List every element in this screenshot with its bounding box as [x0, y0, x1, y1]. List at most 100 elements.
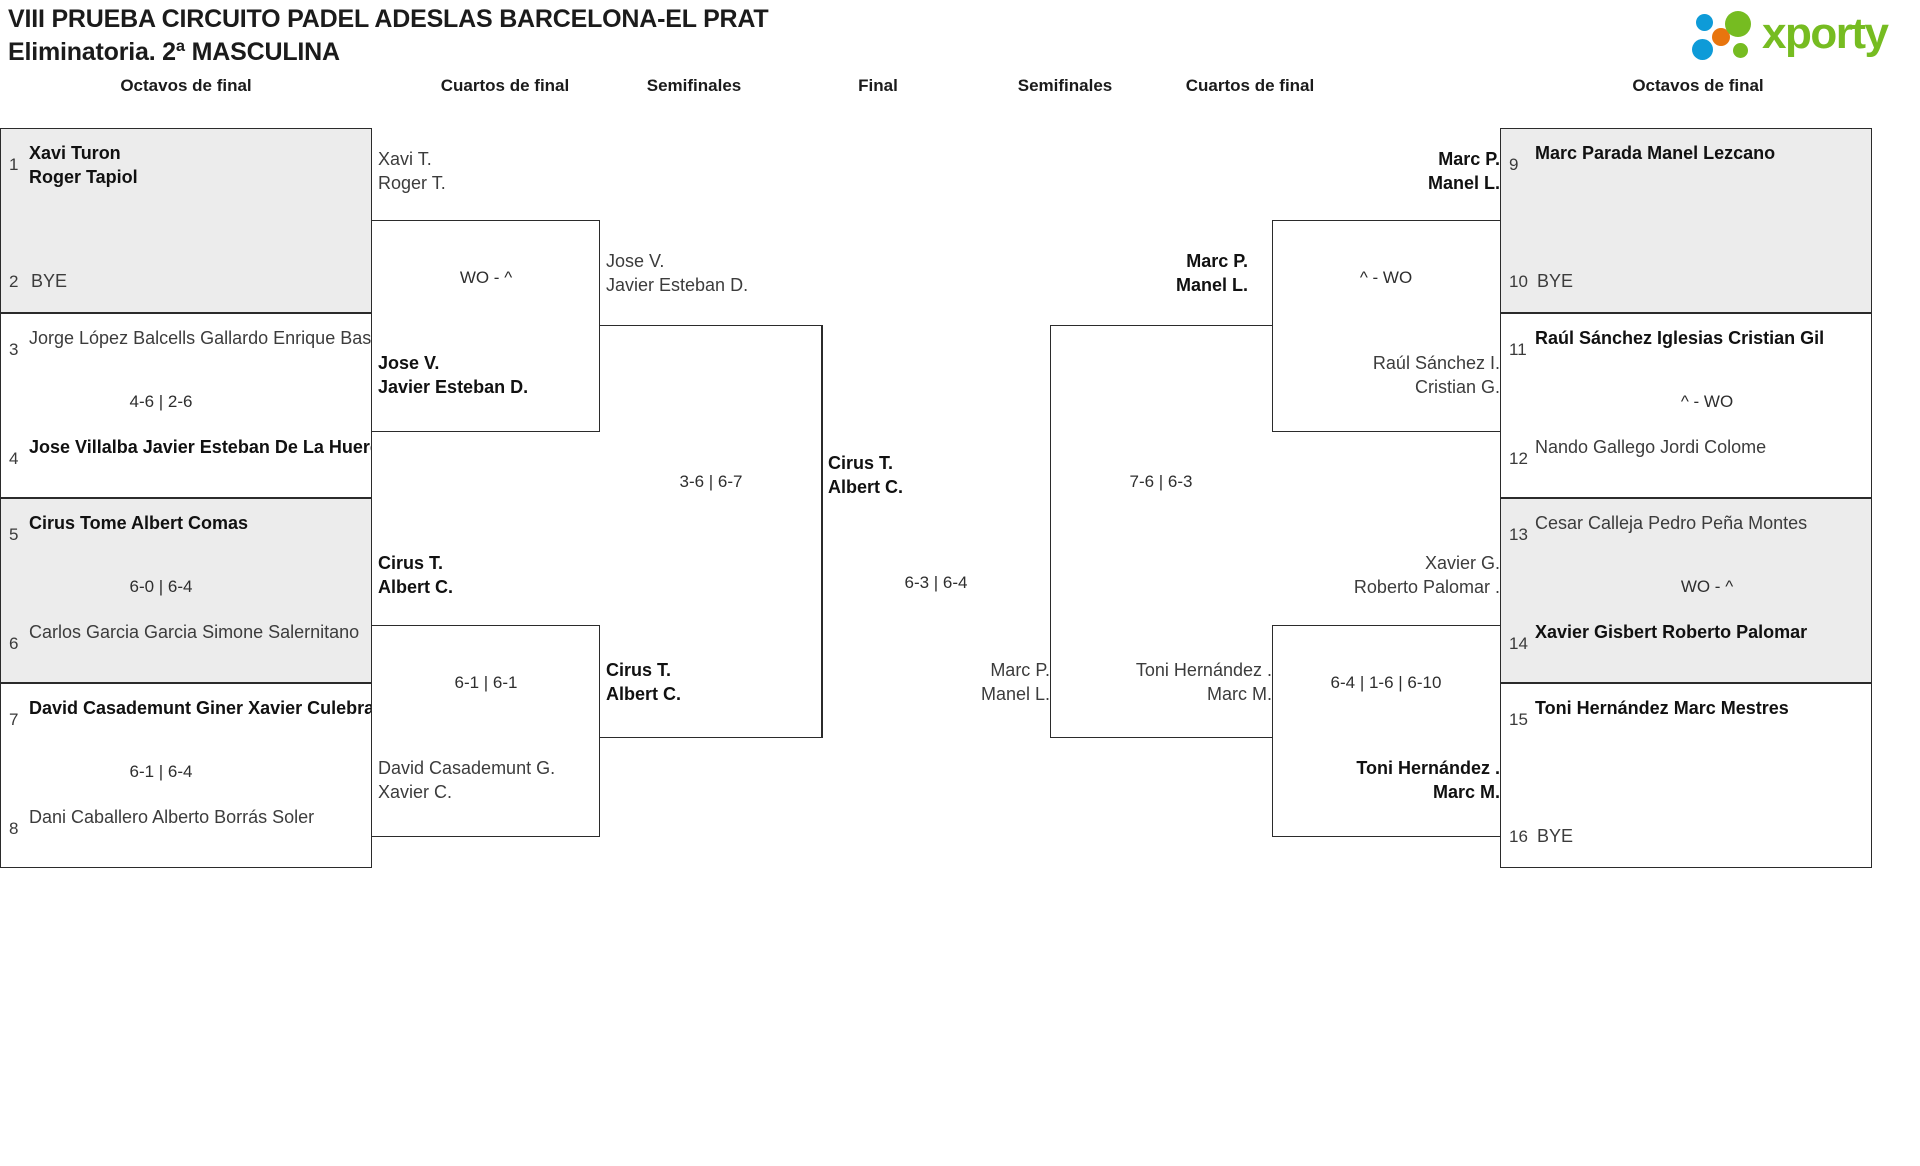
player-line: Javier Esteban De La Huerga [142, 437, 372, 457]
team-advanced-right-cuartos-2-bottom: Toni Hernández . Marc M. [1272, 756, 1500, 804]
team-name-bottom: Jose Villalba Javier Esteban De La Huerg… [29, 435, 372, 459]
team-name-top: Xavi Turon Roger Tapiol [29, 141, 138, 189]
player-line: Albert C. [606, 684, 682, 704]
player-line: Xavi T. [378, 149, 432, 169]
player-line: Cesar Calleja [1535, 513, 1644, 533]
round-header-right-semis: Semifinales [1017, 76, 1113, 95]
round-header-left-semis: Semifinales [646, 76, 742, 95]
player-line: Cristian G. [1414, 377, 1500, 397]
player-line: Marc P. [1186, 251, 1248, 271]
team-advanced-right-semis-top-names: Marc P. Manel L. [1020, 249, 1248, 297]
team-name-bottom: Dani Caballero Alberto Borrás Soler [29, 805, 314, 829]
player-line: Jordi Colome [1660, 437, 1767, 457]
player-line: Marc Mestres [1673, 698, 1789, 718]
player-line: Xavier G. [1424, 553, 1500, 573]
connector-right-cuartos-2 [1272, 625, 1500, 837]
player-line: Marc P. [1438, 149, 1500, 169]
team-name-bottom: BYE [1537, 826, 1574, 846]
player-line: Carlos Garcia Garcia [29, 622, 198, 642]
player-line: Marc M. [1207, 684, 1272, 704]
player-line: Marc M. [1432, 782, 1500, 802]
team-advanced-right-cuartos-1-top: Marc P. Manel L. [1272, 147, 1500, 195]
seed-number: 5 [9, 525, 19, 544]
connector-left-cuartos-2 [372, 625, 600, 837]
page-title: VIII PRUEBA CIRCUITO PADEL ADESLAS BARCE… [8, 5, 769, 33]
player-line: Cirus T. [828, 453, 894, 473]
team-advanced-left-semis-bottom: Cirus T. Albert C. [606, 658, 681, 706]
logo-dot-green-big [1725, 11, 1751, 37]
player-line: Marc P. [990, 660, 1050, 680]
match-card-left-octavos-3[interactable]: 5 Cirus Tome Albert Comas 6-0 | 6-4 6 Ca… [0, 498, 372, 683]
round-header-right-octavos: Octavos de final [1632, 76, 1764, 95]
player-line: Cirus T. [606, 660, 672, 680]
round-header-right-cuartos: Cuartos de final [1185, 76, 1315, 95]
player-line: Simone Salernitano [202, 622, 360, 642]
player-line: Jose V. [606, 251, 665, 271]
team-name-bottom: BYE [1537, 271, 1574, 291]
team-name-top: Marc Parada Manel Lezcano [1535, 141, 1775, 165]
player-line: Toni Hernández . [1356, 758, 1500, 778]
player-line: David Casademunt Giner [29, 698, 244, 718]
team-advanced-left-cuartos-2-bottom: David Casademunt G. Xavier C. [378, 756, 555, 804]
player-line: Toni Hernández . [1135, 660, 1272, 680]
player-line: Javier Esteban D. [606, 275, 749, 295]
player-line: Nando Gallego [1535, 437, 1656, 457]
match-score: 7-6 | 6-3 [1129, 472, 1193, 491]
player-line: Jorge López Balcells Gallardo [29, 328, 269, 348]
player-line: Roger T. [378, 173, 446, 193]
seed-number: 11 [1509, 340, 1527, 359]
match-score: 6-4 | 1-6 | 6-10 [1330, 673, 1442, 692]
player-line: Xavier Culebras [248, 698, 372, 718]
seed-number: 16 [1509, 827, 1528, 846]
seed-number: 2 [9, 272, 19, 291]
seed-number: 4 [9, 449, 19, 468]
player-line: Albert Comas [131, 513, 249, 533]
player-line: Cristian Gil [1728, 328, 1825, 348]
seed-number: 14 [1509, 634, 1528, 653]
team-name-top: Raúl Sánchez Iglesias Cristian Gil [1535, 326, 1824, 350]
connector-left-cuartos-1 [372, 220, 600, 432]
match-score: 6-1 | 6-1 [454, 673, 518, 692]
match-score: 3-6 | 6-7 [679, 472, 743, 491]
player-line: Javier Esteban D. [378, 377, 529, 397]
team-final-bottom: Marc P. Manel L. [822, 658, 1050, 706]
match-score: 6-0 | 6-4 [129, 577, 193, 596]
match-card-right-octavos-4[interactable]: 15 Toni Hernández Marc Mestres 16 BYE [1500, 683, 1872, 868]
team-advanced-left-semis-top: Jose V. Javier Esteban D. [606, 249, 748, 297]
player-line: Jose V. [378, 353, 440, 373]
team-advanced-right-semis-bottom: Toni Hernández . Marc M. [1044, 658, 1272, 706]
match-card-left-octavos-4[interactable]: 7 David Casademunt Giner Xavier Culebras… [0, 683, 372, 868]
match-score: 6-1 | 6-4 [129, 762, 193, 781]
team-advanced-right-cuartos-2-top: Xavier G. Roberto Palomar . [1272, 551, 1500, 599]
match-card-left-octavos-1[interactable]: 1 Xavi Turon Roger Tapiol 2 BYE [0, 128, 372, 313]
final-spine [822, 325, 823, 738]
match-card-right-octavos-3[interactable]: 13 Cesar Calleja Pedro Peña Montes WO - … [1500, 498, 1872, 683]
team-advanced-left-cuartos-1-bottom: Jose V. Javier Esteban D. [378, 351, 528, 399]
team-name-bottom: BYE [31, 271, 68, 291]
page-subtitle: Eliminatoria. 2ª MASCULINA [8, 38, 340, 66]
match-score: WO - ^ [1680, 577, 1734, 596]
seed-number: 6 [9, 634, 19, 653]
logo-dot-blue-bottom [1692, 39, 1713, 60]
player-line: Manel L. [1427, 173, 1500, 193]
match-card-right-octavos-2[interactable]: 11 Raúl Sánchez Iglesias Cristian Gil ^ … [1500, 313, 1872, 498]
player-line: Toni Hernández [1535, 698, 1669, 718]
player-line: Cirus Tome [29, 513, 127, 533]
player-line: Albert C. [828, 477, 904, 497]
seed-number: 10 [1509, 272, 1528, 291]
seed-number: 15 [1509, 710, 1528, 729]
player-line: Alberto Borrás Soler [152, 807, 315, 827]
player-line: Xavier Gisbert [1535, 622, 1658, 642]
match-card-right-octavos-1[interactable]: 9 Marc Parada Manel Lezcano 10 BYE [1500, 128, 1872, 313]
round-header-final: Final [858, 76, 898, 95]
team-advanced-left-cuartos-1-top: Xavi T. Roger T. [378, 147, 446, 195]
team-advanced-left-cuartos-2-top: Cirus T. Albert C. [378, 551, 453, 599]
seed-number: 12 [1509, 449, 1528, 468]
player-line: Xavier C. [378, 782, 453, 802]
connector-left-semis [600, 325, 822, 738]
match-score-final: 6-3 | 6-4 [904, 573, 968, 592]
seed-number: 13 [1509, 525, 1528, 544]
player-line: Cirus T. [378, 553, 444, 573]
match-card-left-octavos-2[interactable]: 3 Jorge López Balcells Gallardo Enrique … [0, 313, 372, 498]
